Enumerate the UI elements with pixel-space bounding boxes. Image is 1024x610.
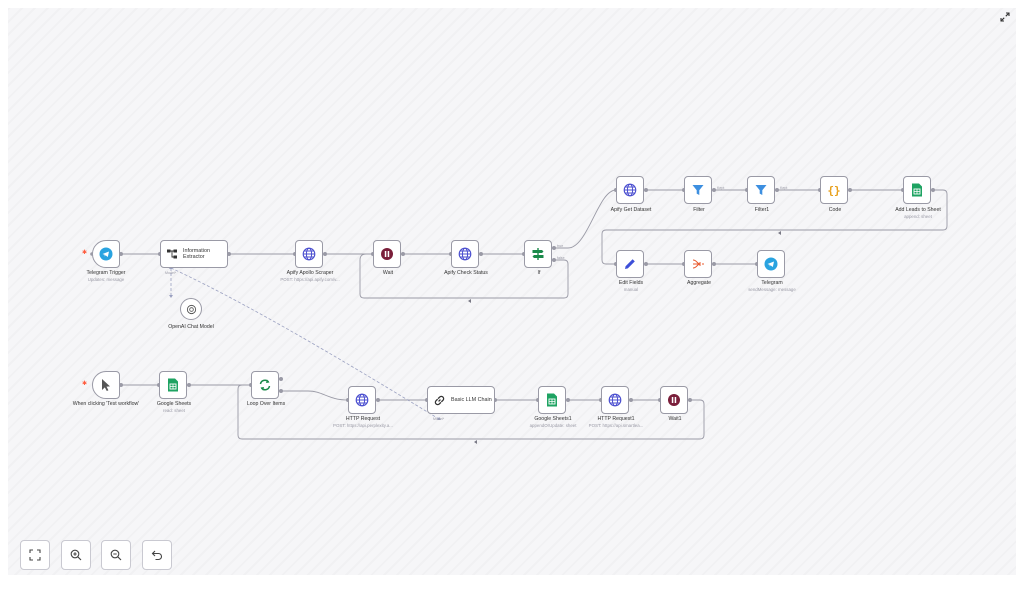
telegram-icon	[99, 247, 113, 261]
port-label: Model*	[165, 271, 177, 275]
filter-icon	[755, 185, 767, 195]
port-label: Model*	[433, 417, 445, 421]
node-label: Apify Check Status	[444, 270, 488, 276]
port-label-kept: Kept	[717, 186, 725, 190]
node-wait[interactable]	[373, 240, 401, 268]
node-filter1[interactable]	[747, 176, 775, 204]
node-label: OpenAI Chat Model	[168, 324, 214, 330]
port-label-true: true	[557, 244, 564, 248]
globe-icon	[355, 393, 369, 407]
node-label: Google Sheets1	[534, 416, 572, 422]
node-sublabel: POST: https://api.perplexity.a...	[333, 423, 393, 428]
globe-icon	[608, 393, 622, 407]
node-aggregate[interactable]	[684, 250, 712, 278]
zoom-in-icon	[70, 549, 82, 561]
extractor-icon	[167, 249, 177, 259]
node-label: Apify Get Dataset	[610, 207, 652, 213]
node-label: HTTP Request1	[597, 416, 635, 422]
node-label: If	[537, 270, 541, 276]
node-openai-chat-model[interactable]	[180, 298, 202, 320]
node-label: Edit Fields	[618, 280, 644, 286]
globe-icon	[302, 247, 316, 261]
google-sheets-icon	[547, 393, 557, 407]
trigger-bolt-icon: ✱	[82, 250, 88, 256]
node-loop-over-items[interactable]	[251, 371, 279, 399]
node-edit-fields[interactable]	[616, 250, 644, 278]
fit-view-button[interactable]	[20, 540, 50, 570]
node-information-extractor[interactable]: Information Extractor	[160, 240, 228, 268]
node-sublabel: append: sheet	[904, 214, 932, 219]
node-apify-check-status[interactable]	[451, 240, 479, 268]
node-google-sheets1[interactable]	[538, 386, 566, 414]
node-label: Telegram	[761, 280, 783, 286]
node-add-leads-to-sheet[interactable]	[903, 176, 931, 204]
google-sheets-icon	[168, 378, 178, 392]
zoom-in-button[interactable]	[61, 540, 91, 570]
node-sublabel: POST: https://api.apify.com/v...	[280, 277, 340, 282]
loop-arrows-icon	[259, 379, 271, 391]
node-sublabel: POST: https://api.smartlea...	[588, 423, 644, 428]
expand-arrows-icon	[1000, 12, 1010, 22]
connections-layer	[90, 188, 948, 444]
node-label: Code	[828, 207, 842, 213]
reset-zoom-button[interactable]	[142, 540, 172, 570]
zoom-out-button[interactable]	[101, 540, 131, 570]
trigger-bolt-icon: ✱	[82, 381, 88, 387]
node-label: Information Extractor	[183, 247, 210, 261]
node-label: HTTP Request	[345, 416, 381, 422]
node-label: Apify Apollo Scraper	[286, 270, 334, 276]
node-label: When clicking 'Test workflow'	[72, 401, 140, 407]
if-signpost-icon	[532, 248, 544, 260]
node-sublabel: read: sheet	[163, 408, 185, 413]
globe-icon	[623, 183, 637, 197]
node-wait1[interactable]	[660, 386, 688, 414]
node-label: Wait1	[668, 416, 682, 422]
node-sublabel: sendMessage: message	[748, 287, 796, 292]
node-telegram-trigger[interactable]	[92, 240, 120, 268]
node-telegram[interactable]	[757, 250, 785, 278]
globe-icon	[458, 247, 472, 261]
node-sublabel: manual	[623, 287, 639, 292]
google-sheets-icon	[912, 183, 922, 197]
node-label: Loop Over Items	[246, 401, 286, 407]
node-manual-trigger[interactable]	[92, 371, 120, 399]
cursor-icon	[102, 379, 110, 391]
link-chain-icon	[434, 395, 445, 405]
node-http-request1[interactable]	[601, 386, 629, 414]
node-sublabel: appendOrUpdate: sheet	[529, 423, 577, 428]
workflow-canvas[interactable]: ✱ Telegram Trigger Updates: message Info…	[8, 8, 1016, 575]
node-label: Filter	[693, 207, 705, 213]
openai-icon	[186, 304, 196, 314]
maximize-icon	[29, 549, 41, 561]
node-sublabel: Updates: message	[87, 277, 125, 282]
pause-icon	[668, 394, 680, 406]
fullscreen-button[interactable]	[998, 10, 1012, 24]
port-label-false: false	[557, 256, 565, 260]
pencil-icon	[625, 259, 635, 269]
node-apify-get-dataset[interactable]	[616, 176, 644, 204]
node-label: Wait	[382, 270, 394, 276]
pause-icon	[381, 248, 393, 260]
node-label: Google Sheets	[156, 401, 192, 407]
node-label: Aggregate	[687, 280, 711, 286]
node-apify-apollo-scraper[interactable]	[295, 240, 323, 268]
filter-icon	[692, 185, 704, 195]
node-http-request[interactable]	[348, 386, 376, 414]
node-if[interactable]	[524, 240, 552, 268]
node-filter[interactable]	[684, 176, 712, 204]
zoom-out-icon	[110, 549, 122, 561]
node-label: Basic LLM Chain	[451, 396, 492, 403]
node-basic-llm-chain[interactable]: Basic LLM Chain	[427, 386, 495, 414]
node-label: Filter1	[754, 207, 770, 213]
node-google-sheets[interactable]	[159, 371, 187, 399]
port-label-kept: Kept	[780, 186, 788, 190]
node-code[interactable]: {}	[820, 176, 848, 204]
undo-icon	[151, 550, 162, 561]
node-label: Add Leads to Sheet	[895, 207, 941, 213]
telegram-icon	[764, 257, 778, 271]
node-label: Telegram Trigger	[86, 270, 126, 276]
aggregate-icon	[692, 259, 704, 269]
code-braces-icon: {}	[827, 183, 841, 197]
